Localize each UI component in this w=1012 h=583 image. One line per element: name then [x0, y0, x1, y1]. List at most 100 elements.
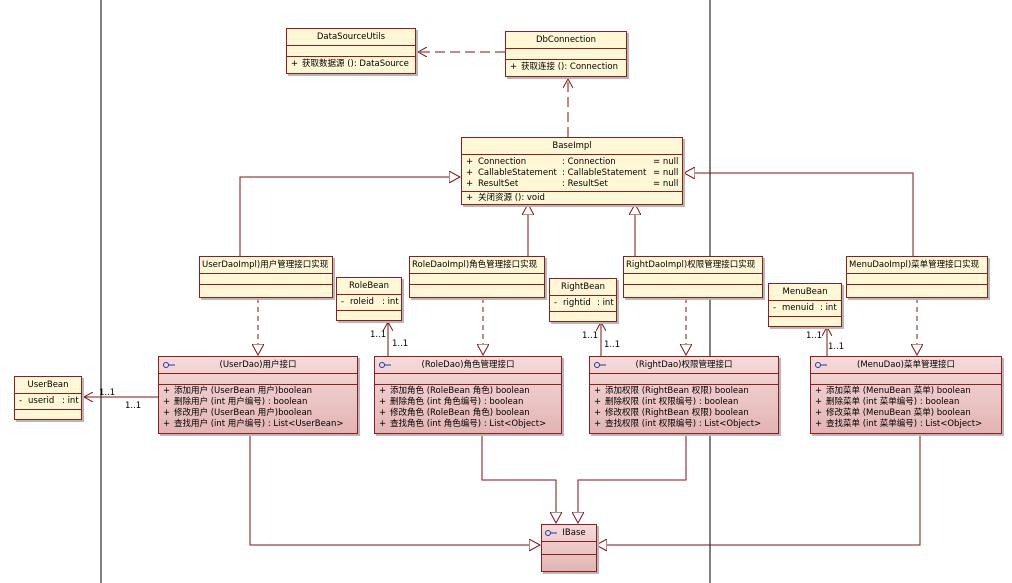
interface-rightdao[interactable]: (RightDao)权限管理接口 +添加权限 (RightBean 权限) bo… [589, 356, 779, 434]
method-row: +删除用户 (int 用户编号) : boolean [163, 397, 308, 407]
class-baseimpl[interactable]: BaseImpl + Connection : Connection = nul… [461, 137, 683, 205]
methods-section [624, 285, 762, 295]
interface-lollipop-icon [379, 362, 391, 368]
methods-section [769, 317, 841, 326]
attributes-section: - rightid : int [550, 296, 616, 312]
class-userbean[interactable]: UserBean - userid : int [14, 376, 82, 420]
attributes-section [506, 49, 626, 60]
multiplicity-label: 1..1 [582, 331, 599, 341]
interface-name: (MenuDao)菜单管理接口 [857, 360, 955, 370]
interface-name: (UserDao)用户接口 [219, 360, 297, 370]
attributes-section [811, 374, 1001, 385]
class-roledaoimpl[interactable]: RoleDaoImpl)角色管理接口实现 [409, 256, 545, 298]
class-name: MenuBean [769, 284, 841, 301]
class-name: BaseImpl [462, 138, 682, 155]
interface-lollipop-icon [594, 362, 606, 368]
attributes-section: - menuid : int [769, 301, 841, 317]
generalization-menudao-ibase [596, 434, 921, 545]
attributes-section [410, 274, 544, 285]
methods-section [200, 285, 332, 295]
attributes-section [542, 542, 596, 555]
attribute-row: + Connection : Connection = null [466, 157, 679, 167]
attributes-section: - userid : int [15, 394, 81, 410]
interface-header: (MenuDao)菜单管理接口 [811, 357, 1001, 374]
attributes-section: - roleid : int [337, 295, 401, 311]
methods-section: +添加菜单 (MenuBean 菜单) boolean +删除菜单 (int 菜… [811, 385, 1001, 431]
attributes-section [287, 46, 415, 57]
method-row: +添加角色 (RoleBean 角色) boolean [379, 386, 530, 396]
attributes-section [200, 274, 332, 285]
methods-section: + 获取数据源 (): DataSource [287, 57, 415, 72]
method-row: + 获取连接 (): Connection [510, 62, 618, 72]
method-row: +修改用户 (UserBean 用户)boolean [163, 408, 313, 418]
multiplicity-label: 1..1 [370, 330, 387, 340]
class-name: MenuDaoImpl)菜单管理接口实现 [847, 257, 987, 274]
multiplicity-label: 1..1 [392, 339, 409, 349]
multiplicity-label: 1..1 [828, 342, 845, 352]
interface-header: IBase [542, 525, 596, 542]
generalization-roledao-ibase [481, 434, 556, 523]
method-row: +查找菜单 (int 菜单编号) : List<Object> [815, 419, 983, 429]
attributes-section [159, 374, 357, 385]
class-rightbean[interactable]: RightBean - rightid : int [549, 278, 617, 322]
multiplicity-label: 1..1 [604, 340, 621, 350]
interface-roledao[interactable]: (RoleDao)角色管理接口 +添加角色 (RoleBean 角色) bool… [374, 356, 562, 434]
class-name: RightDaoImpl)权限管理接口实现 [624, 257, 762, 274]
class-datasourceutils[interactable]: DataSourceUtils + 获取数据源 (): DataSource [286, 28, 416, 74]
attributes-section [590, 374, 778, 385]
class-name: UserBean [15, 377, 81, 394]
class-menudaoimpl[interactable]: MenuDaoImpl)菜单管理接口实现 [846, 256, 988, 298]
interface-lollipop-icon [815, 362, 827, 368]
method-row: +添加用户 (UserBean 用户)boolean [163, 386, 313, 396]
multiplicity-label: 1..1 [99, 388, 116, 398]
class-dbconnection[interactable]: DbConnection + 获取连接 (): Connection [505, 31, 627, 77]
interface-header: (RightDao)权限管理接口 [590, 357, 778, 374]
interface-name: (RoleDao)角色管理接口 [421, 360, 515, 370]
class-name: DbConnection [506, 32, 626, 49]
generalization-rightdao-ibase [578, 434, 687, 523]
interface-ibase[interactable]: IBase [541, 524, 597, 572]
interface-userdao[interactable]: (UserDao)用户接口 +添加用户 (UserBean 用户)boolean… [158, 356, 358, 434]
methods-section: +添加权限 (RightBean 权限) boolean +删除权限 (int … [590, 385, 778, 431]
attributes-section [375, 374, 561, 385]
class-menubean[interactable]: MenuBean - menuid : int [768, 283, 842, 327]
methods-section [550, 312, 616, 321]
interface-header: (RoleDao)角色管理接口 [375, 357, 561, 374]
attribute-row: - userid : int [19, 396, 79, 406]
methods-section: + 获取连接 (): Connection [506, 60, 626, 75]
interface-name: (RightDao)权限管理接口 [635, 360, 733, 370]
interface-menudao[interactable]: (MenuDao)菜单管理接口 +添加菜单 (MenuBean 菜单) bool… [810, 356, 1002, 434]
attributes-section: + Connection : Connection = null + Calla… [462, 155, 682, 192]
method-row: +删除角色 (int 角色编号) : boolean [379, 397, 524, 407]
class-userdaoimpl[interactable]: UserDaoImpl)用户管理接口实现 [199, 256, 333, 298]
class-rolebean[interactable]: RoleBean - roleid : int [336, 277, 402, 321]
interface-name: IBase [562, 528, 586, 538]
attribute-row: - rightid : int [554, 298, 614, 308]
methods-section [410, 285, 544, 295]
method-row: +修改菜单 (MenuBean 菜单) boolean [815, 408, 971, 418]
attribute-row: + ResultSet : ResultSet = null [466, 179, 679, 189]
class-rightdaoimpl[interactable]: RightDaoImpl)权限管理接口实现 [623, 256, 763, 298]
method-row: +添加权限 (RightBean 权限) boolean [594, 386, 749, 396]
attribute-row: - menuid : int [773, 303, 837, 313]
method-row: +修改权限 (RightBean 权限) boolean [594, 408, 749, 418]
methods-section [15, 410, 81, 419]
multiplicity-label: 1..1 [806, 331, 823, 341]
methods-section [542, 555, 596, 565]
attribute-row: + CallableStatement : CallableStatement … [466, 168, 679, 178]
generalization-userdaoimpl-baseimpl [239, 177, 460, 256]
interface-header: (UserDao)用户接口 [159, 357, 357, 374]
interface-lollipop-icon [163, 362, 175, 368]
method-row: +查找角色 (int 角色编号) : List<Object> [379, 419, 547, 429]
attributes-section [624, 274, 762, 285]
method-row: +查找用户 (int 用户编号) : List<UserBean> [163, 419, 344, 429]
method-row: +删除权限 (int 权限编号) : boolean [594, 397, 739, 407]
method-row: + 关闭资源 (): void [466, 193, 545, 203]
interface-lollipop-icon [545, 530, 557, 536]
methods-section [337, 311, 401, 320]
class-name: RoleBean [337, 278, 401, 295]
methods-section: + 关闭资源 (): void [462, 192, 682, 204]
method-row: +添加菜单 (MenuBean 菜单) boolean [815, 386, 971, 396]
generalization-menudaoimpl-baseimpl [684, 173, 914, 256]
